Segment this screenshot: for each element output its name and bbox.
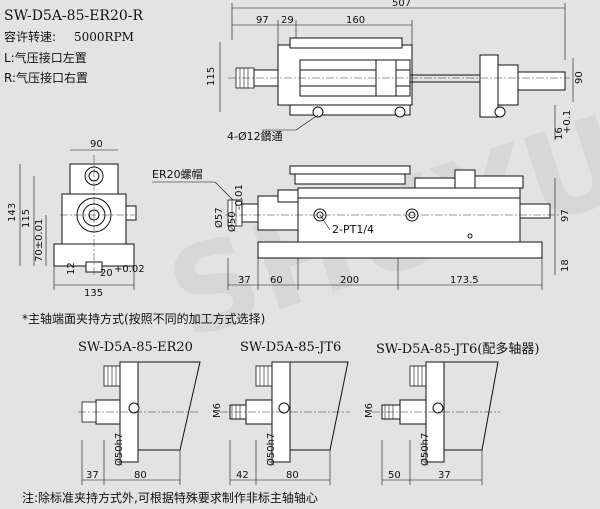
label-pt: 2-PT1/4 xyxy=(332,223,374,236)
footer-note: 注:除标准夹持方式外,可根据特殊要求制作非标主轴轴心 xyxy=(22,490,318,505)
dim-60: 60 xyxy=(270,275,283,286)
dim-16-tol: +0.1 xyxy=(562,110,573,134)
dim-16: 16 xyxy=(554,127,565,140)
dim-12: 12 xyxy=(66,262,77,275)
dim-h115: 115 xyxy=(206,67,217,86)
dim-d50-tol: -0.01 xyxy=(234,184,245,210)
note-holes: 4-Ø12鑽通 xyxy=(227,129,283,143)
dim-20-tol: +0.02 xyxy=(114,264,145,275)
dim-160: 160 xyxy=(346,15,365,26)
dim-w90: 90 xyxy=(90,139,103,150)
variant-2-left: 42 xyxy=(236,470,249,481)
clamp-heading: *主轴端面夹持方式(按照不同的加工方式选择) xyxy=(22,311,265,326)
dim-90-top: 90 xyxy=(574,71,585,84)
dim-29: 29 xyxy=(281,15,294,26)
variant-1-dia: Ø50h7 xyxy=(113,433,125,466)
left-option: L:气压接口左置 xyxy=(4,50,87,65)
dim-h143: 143 xyxy=(7,203,18,222)
variant-2-title: SW-D5A-85-JT6 xyxy=(240,340,341,355)
clamp-variant-1: SW-D5A-85-ER20 Ø50h7 37 80 xyxy=(78,340,201,485)
clamp-variant-2: SW-D5A-85-JT6 M6 Ø50h7 42 80 xyxy=(212,340,350,485)
dim-d57: Ø57 xyxy=(213,207,225,228)
dim-d50: Ø50 xyxy=(226,211,238,232)
label-nut: ER20螺帽 xyxy=(152,168,203,181)
dim-200: 200 xyxy=(340,275,359,286)
variant-1-right: 80 xyxy=(134,470,147,481)
dim-97: 97 xyxy=(256,15,269,26)
model-title: SW-D5A-85-ER20-R xyxy=(4,8,144,24)
clamp-variant-3: SW-D5A-85-JT6(配多轴器) M6 Ø50h7 50 37 xyxy=(364,341,539,485)
variant-3-dia: Ø50h7 xyxy=(419,433,431,466)
speed-value: 5000RPM xyxy=(74,30,134,44)
dim-h18: 18 xyxy=(560,259,571,272)
dim-h70: 70±0.01 xyxy=(34,219,45,262)
front-view: 90 143 115 70±0.01 12 20 +0.02 135 xyxy=(7,139,145,299)
variant-3-title: SW-D5A-85-JT6(配多轴器) xyxy=(376,341,539,357)
dim-w135: 135 xyxy=(84,288,103,299)
variant-1-title: SW-D5A-85-ER20 xyxy=(78,340,193,355)
dim-37: 37 xyxy=(238,275,251,286)
dim-h115: 115 xyxy=(21,209,32,228)
variant-3-left: 50 xyxy=(388,470,401,481)
variant-2-right: 80 xyxy=(286,470,299,481)
variant-3-thread: M6 xyxy=(364,403,375,418)
right-option: R:气压接口右置 xyxy=(4,70,88,85)
variant-2-dia: Ø50h7 xyxy=(265,433,277,466)
dim-overall: 507 xyxy=(392,0,411,9)
dim-173: 173.5 xyxy=(450,275,479,286)
side-view: ER20螺帽 Ø57 Ø50 -0.01 2-PT1/4 xyxy=(152,165,571,290)
variant-3-right: 37 xyxy=(438,470,451,481)
top-view: 507 97 29 160 115 xyxy=(206,0,585,143)
variant-1-left: 37 xyxy=(86,470,99,481)
variant-2-thread: M6 xyxy=(212,403,223,418)
dim-h97: 97 xyxy=(560,209,571,222)
speed-label: 容许转速: xyxy=(4,29,56,44)
dim-20: 20 xyxy=(100,268,113,279)
